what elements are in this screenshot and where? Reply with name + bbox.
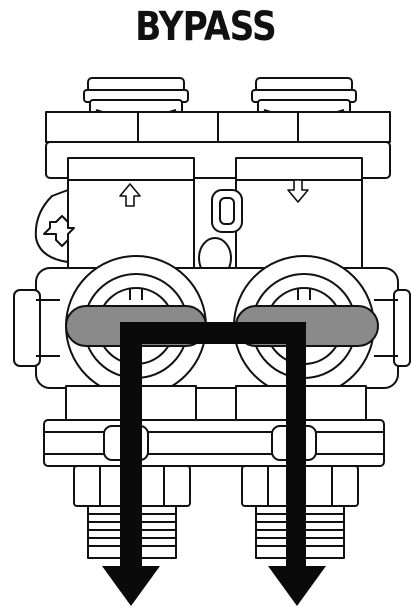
diagram-title: BYPASS: [135, 4, 277, 50]
flow-path-arrow-icon: [102, 322, 326, 606]
down-arrow-icon: [287, 179, 309, 203]
bypass-latch-clip: [211, 189, 243, 233]
port-right: [235, 157, 363, 269]
port-left: [67, 157, 195, 269]
up-arrow-icon: [119, 183, 141, 207]
clamp-band: [43, 419, 385, 467]
